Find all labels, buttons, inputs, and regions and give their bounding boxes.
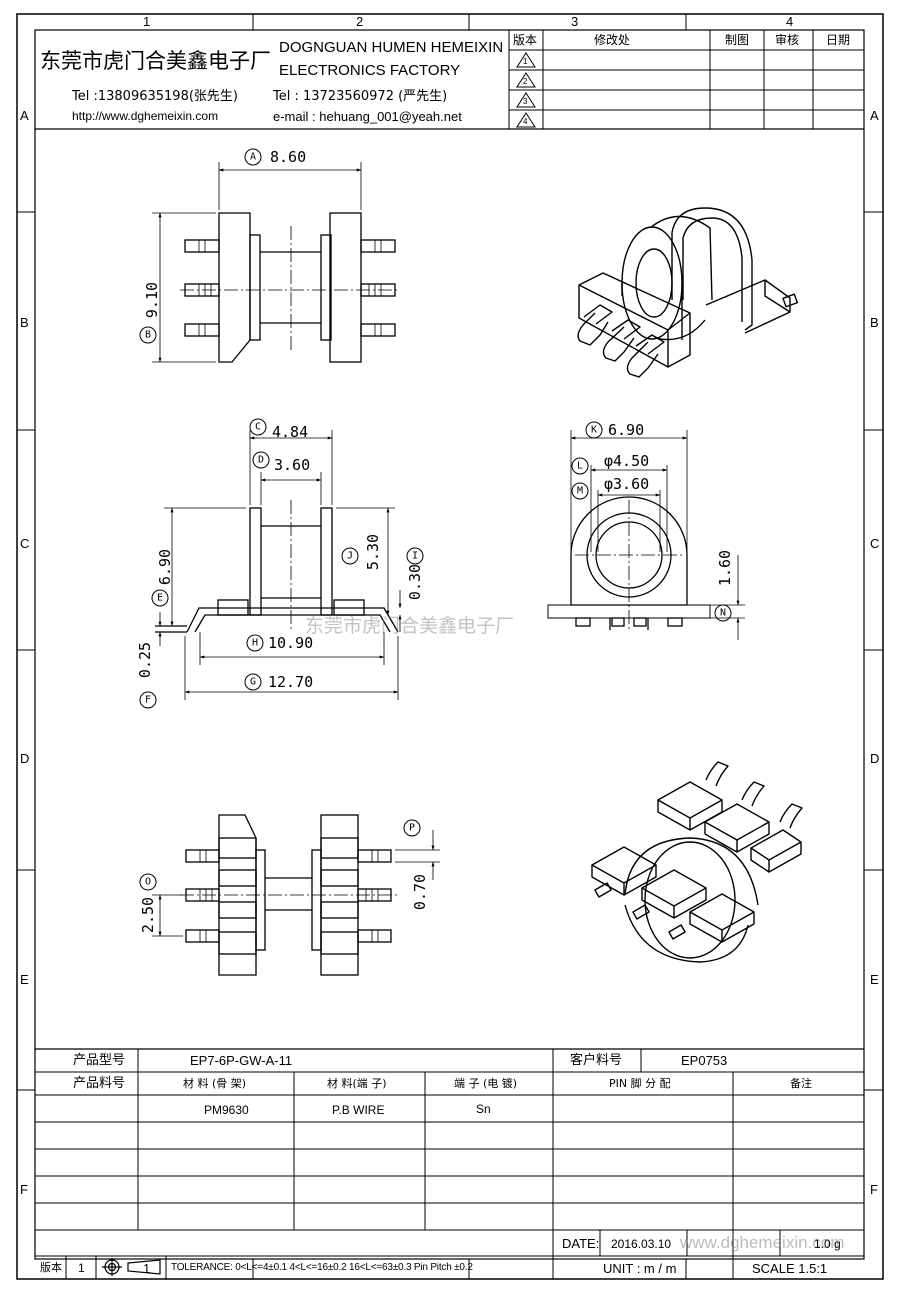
value-plating: Sn bbox=[476, 1102, 491, 1116]
dim-K: 6.90 bbox=[608, 421, 644, 439]
value-material-pin: P.B WIRE bbox=[332, 1103, 385, 1117]
company-name-en-1: DOGNGUAN HUMEN HEMEIXIN bbox=[279, 39, 504, 56]
company-name-en-2: ELECTRONICS FACTORY bbox=[279, 62, 461, 79]
label-A: A bbox=[250, 152, 256, 163]
side-view bbox=[547, 430, 745, 640]
footer-date-value: 2016.03.10 bbox=[611, 1237, 672, 1251]
dim-C: 4.84 bbox=[272, 423, 308, 441]
grid-row-E-right: E bbox=[870, 972, 879, 987]
company-name-cn: 东莞市虎门合美鑫电子厂 bbox=[40, 49, 271, 73]
footer-weight: 1.0 g bbox=[814, 1237, 841, 1251]
rev-header-drawn: 制图 bbox=[725, 33, 750, 47]
grid-row-D-right: D bbox=[870, 751, 880, 766]
footer-date-label: DATE: bbox=[562, 1236, 600, 1251]
label-product-pn: 产品料号 bbox=[73, 1076, 126, 1091]
footer-scale: SCALE 1.5:1 bbox=[752, 1261, 828, 1276]
grid-row-C: C bbox=[20, 536, 30, 551]
rev-row-3: 3 bbox=[523, 97, 528, 106]
rev-row-2: 2 bbox=[523, 77, 528, 86]
dim-H: 10.90 bbox=[268, 634, 313, 652]
grid-row-F: F bbox=[20, 1182, 28, 1197]
dim-A: 8.60 bbox=[270, 148, 306, 166]
grid-row-A: A bbox=[20, 108, 29, 123]
col-remark: 备注 bbox=[790, 1077, 812, 1090]
label-customer-pn: 客户料号 bbox=[570, 1053, 623, 1068]
footer-tolerance: TOLERANCE: 0<L<=4±0.1 4<L<=16±0.2 16<L<=… bbox=[171, 1262, 473, 1273]
label-G: G bbox=[250, 677, 256, 688]
label-O: O bbox=[145, 877, 151, 888]
grid-row-C-right: C bbox=[870, 536, 880, 551]
label-product-model: 产品型号 bbox=[73, 1053, 126, 1068]
grid-col-3: 3 bbox=[571, 14, 579, 29]
grid-row-E: E bbox=[20, 972, 29, 987]
rev-header-checked: 审核 bbox=[775, 33, 800, 47]
rev-row-4: 4 bbox=[523, 117, 528, 126]
dim-J: 5.30 bbox=[364, 534, 382, 570]
rev-row-1: 1 bbox=[523, 57, 528, 66]
label-E: E bbox=[157, 593, 163, 604]
footer-rev-label: 版本 bbox=[40, 1261, 62, 1274]
front-view bbox=[155, 430, 402, 700]
label-N: N bbox=[720, 608, 726, 619]
dim-G: 12.70 bbox=[268, 673, 313, 691]
dim-L: φ4.50 bbox=[604, 452, 649, 470]
footer-rev-value: 1 bbox=[78, 1261, 85, 1275]
dim-I: 0.30 bbox=[406, 564, 424, 600]
grid-row-B: B bbox=[20, 315, 29, 330]
grid-col-1-bottom: 1 bbox=[143, 1261, 151, 1276]
label-F: F bbox=[145, 695, 151, 706]
label-D: D bbox=[258, 455, 264, 466]
grid-col-4: 4 bbox=[786, 14, 794, 29]
col-material-bobbin: 材 料 (骨 架) bbox=[183, 1077, 247, 1090]
rev-header-change: 修改处 bbox=[594, 33, 631, 47]
label-P: P bbox=[409, 823, 415, 834]
watermark-center: 东莞市虎门合美鑫电子厂 bbox=[305, 615, 515, 637]
dim-P: 0.70 bbox=[411, 874, 429, 910]
iso-view-bottom bbox=[591, 761, 803, 963]
col-terminal-plating: 端 子 (电 镀) bbox=[454, 1077, 518, 1090]
dim-F: 0.25 bbox=[136, 642, 154, 678]
grid-row-D: D bbox=[20, 751, 30, 766]
footer-unit: UNIT : m / m bbox=[603, 1261, 677, 1276]
rev-header-date: 日期 bbox=[826, 33, 851, 47]
grid-col-1: 1 bbox=[143, 14, 151, 29]
grid-col-2: 2 bbox=[356, 14, 364, 29]
label-H: H bbox=[252, 638, 258, 649]
company-tel-2: Tel : 13723560972 (严先生) bbox=[273, 89, 448, 104]
col-pin-assignment: PIN 脚 分 配 bbox=[609, 1077, 671, 1090]
label-L: L bbox=[577, 461, 583, 472]
value-customer-pn: EP0753 bbox=[681, 1053, 728, 1068]
company-email[interactable]: e-mail : hehuang_001@yeah.net bbox=[273, 109, 462, 124]
dim-M: φ3.60 bbox=[604, 475, 649, 493]
dim-D: 3.60 bbox=[274, 456, 310, 474]
dim-O: 2.50 bbox=[139, 897, 157, 933]
label-K: K bbox=[591, 425, 597, 436]
label-J: J bbox=[347, 551, 353, 562]
company-tel-1: Tel :13809635198(张先生) bbox=[72, 89, 238, 104]
value-material-bobbin: PM9630 bbox=[204, 1103, 249, 1117]
col-material-pin: 材 料(端 子) bbox=[327, 1077, 387, 1090]
label-B: B bbox=[145, 330, 151, 341]
dim-N: 1.60 bbox=[716, 550, 734, 586]
iso-view-top bbox=[577, 207, 799, 378]
value-product-model: EP7-6P-GW-A-11 bbox=[190, 1053, 293, 1068]
label-C: C bbox=[255, 422, 261, 433]
company-website[interactable]: http://www.dghemeixin.com bbox=[72, 109, 219, 123]
grid-row-F-right: F bbox=[870, 1182, 878, 1197]
dim-B: 9.10 bbox=[143, 282, 161, 318]
label-I: I bbox=[412, 551, 418, 562]
rev-header-version: 版本 bbox=[513, 33, 538, 47]
label-M: M bbox=[577, 486, 583, 497]
dim-E: 6.90 bbox=[156, 549, 174, 585]
bottom-view bbox=[152, 814, 440, 976]
footer-watermark-url: www.dghemeixin.com bbox=[680, 1233, 845, 1252]
grid-row-A-right: A bbox=[870, 108, 879, 123]
grid-row-B-right: B bbox=[870, 315, 879, 330]
top-view bbox=[152, 162, 400, 363]
